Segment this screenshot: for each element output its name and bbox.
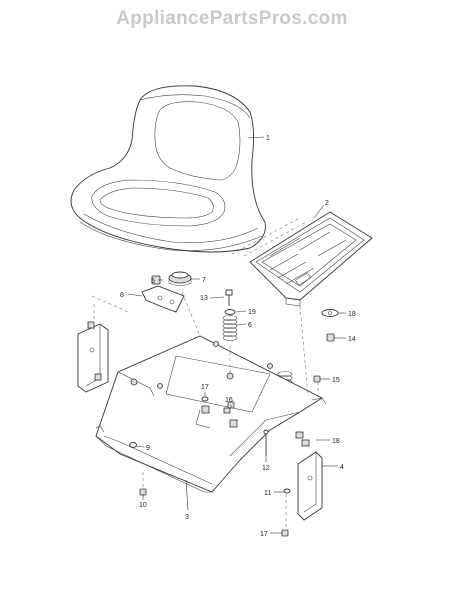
bolt-13[interactable]: [225, 289, 233, 306]
nut-17b[interactable]: [281, 529, 289, 537]
seat-bracket[interactable]: [141, 285, 185, 313]
callout-2: 2: [325, 200, 329, 207]
callout-4: 4: [340, 464, 344, 471]
washer-11[interactable]: [283, 488, 291, 494]
callout-1: 1: [266, 135, 270, 142]
left-side-bracket[interactable]: [77, 321, 109, 393]
callout-8: 8: [120, 292, 124, 299]
callout-18: 18: [332, 438, 340, 445]
callout-14: 14: [348, 336, 356, 343]
leader-lines: [127, 136, 346, 534]
callout-19: 19: [248, 309, 256, 316]
seat-support-frame[interactable]: [95, 335, 327, 493]
watermark: AppliancePartsPros.com: [116, 8, 348, 29]
callout-9: 9: [146, 445, 150, 452]
right-side-bracket[interactable]: [295, 431, 323, 521]
washer-17a[interactable]: [201, 396, 209, 402]
projection-line: [181, 291, 201, 337]
washer-19[interactable]: [224, 309, 236, 315]
projection-line: [299, 305, 309, 397]
projection-line: [91, 295, 129, 313]
seat[interactable]: [70, 85, 266, 253]
pin-12[interactable]: [263, 429, 269, 456]
washer-9[interactable]: [129, 442, 137, 448]
callout-15: 15: [332, 377, 340, 384]
callout-13: 13: [200, 295, 208, 302]
nut-14[interactable]: [326, 333, 335, 342]
spring-6[interactable]: [222, 315, 238, 341]
washer-18[interactable]: [321, 309, 339, 317]
callout-11: 11: [264, 490, 271, 497]
callout-3: 3: [185, 514, 189, 521]
nut-15[interactable]: [313, 375, 321, 383]
callout-7: 7: [202, 277, 206, 284]
callout-5: 5: [151, 278, 155, 285]
adjustment-knob[interactable]: [168, 271, 192, 286]
projection-line: [231, 217, 301, 255]
callout-10: 10: [139, 502, 147, 509]
callout-16: 16: [225, 397, 233, 404]
callout-17b: 17: [260, 531, 268, 538]
callout-17: 17: [201, 384, 209, 391]
callout-18b: 18: [348, 311, 356, 318]
callout-12: 12: [262, 465, 270, 472]
callout-6: 6: [248, 322, 252, 329]
seat-pan[interactable]: [249, 211, 373, 307]
